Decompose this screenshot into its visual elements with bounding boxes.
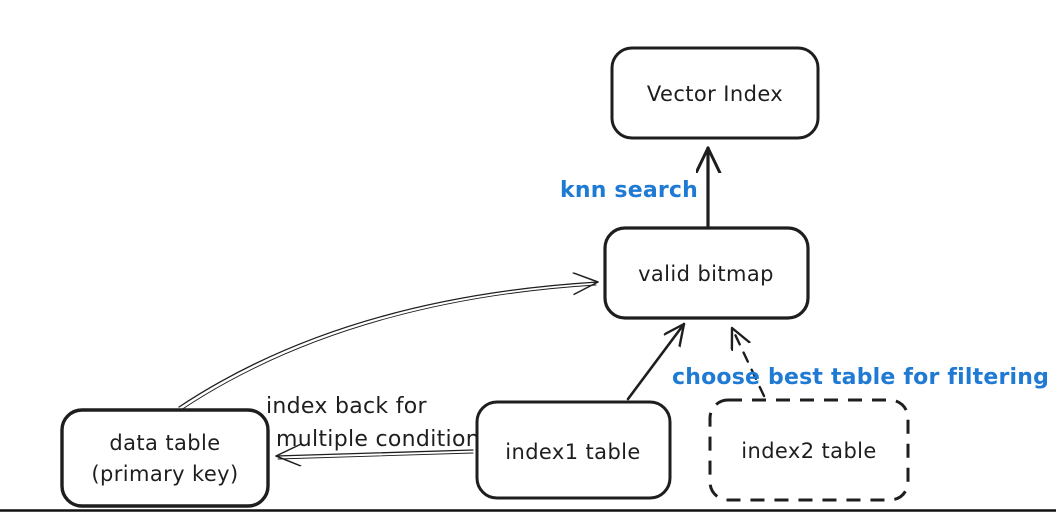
edge-index1-to-validbitmap: [626, 322, 686, 401]
annotation-index-back-line1: index back for: [266, 394, 428, 419]
annotation-knn-search: knn search: [560, 178, 698, 203]
node-index2-table-box: [708, 398, 910, 502]
node-data-table-label-line1: data table: [109, 431, 220, 455]
edge-datatable-to-validbitmap-sketchline: [180, 284, 597, 411]
node-index1-table-box: [475, 400, 672, 500]
node-index2-table-label: index2 table: [741, 439, 876, 463]
node-data-table: data table (primary key): [60, 408, 270, 508]
node-valid-bitmap-box: [603, 226, 810, 320]
node-index1-table-label: index1 table: [505, 440, 640, 464]
edge-datatable-to-validbitmap: [178, 282, 598, 408]
edge-index1-to-datatable-sketchline: [277, 452, 474, 460]
node-vector-index-label: Vector Index: [647, 82, 783, 106]
node-valid-bitmap-label: valid bitmap: [638, 262, 774, 286]
node-data-table-box: [60, 408, 270, 508]
edge-index2-to-validbitmap: [732, 326, 766, 398]
node-valid-bitmap: valid bitmap: [603, 226, 810, 320]
annotation-choose-best: choose best table for filtering: [672, 365, 1049, 390]
node-data-table-label-line2: (primary key): [91, 462, 238, 486]
node-vector-index: Vector Index: [610, 46, 820, 140]
edge-index1-to-datatable: [276, 450, 474, 456]
node-index1-table: index1 table: [475, 400, 672, 500]
annotation-index-back-line2: multiple condition: [276, 427, 480, 452]
node-vector-index-box: [610, 46, 820, 140]
node-index2-table: index2 table: [708, 398, 910, 502]
